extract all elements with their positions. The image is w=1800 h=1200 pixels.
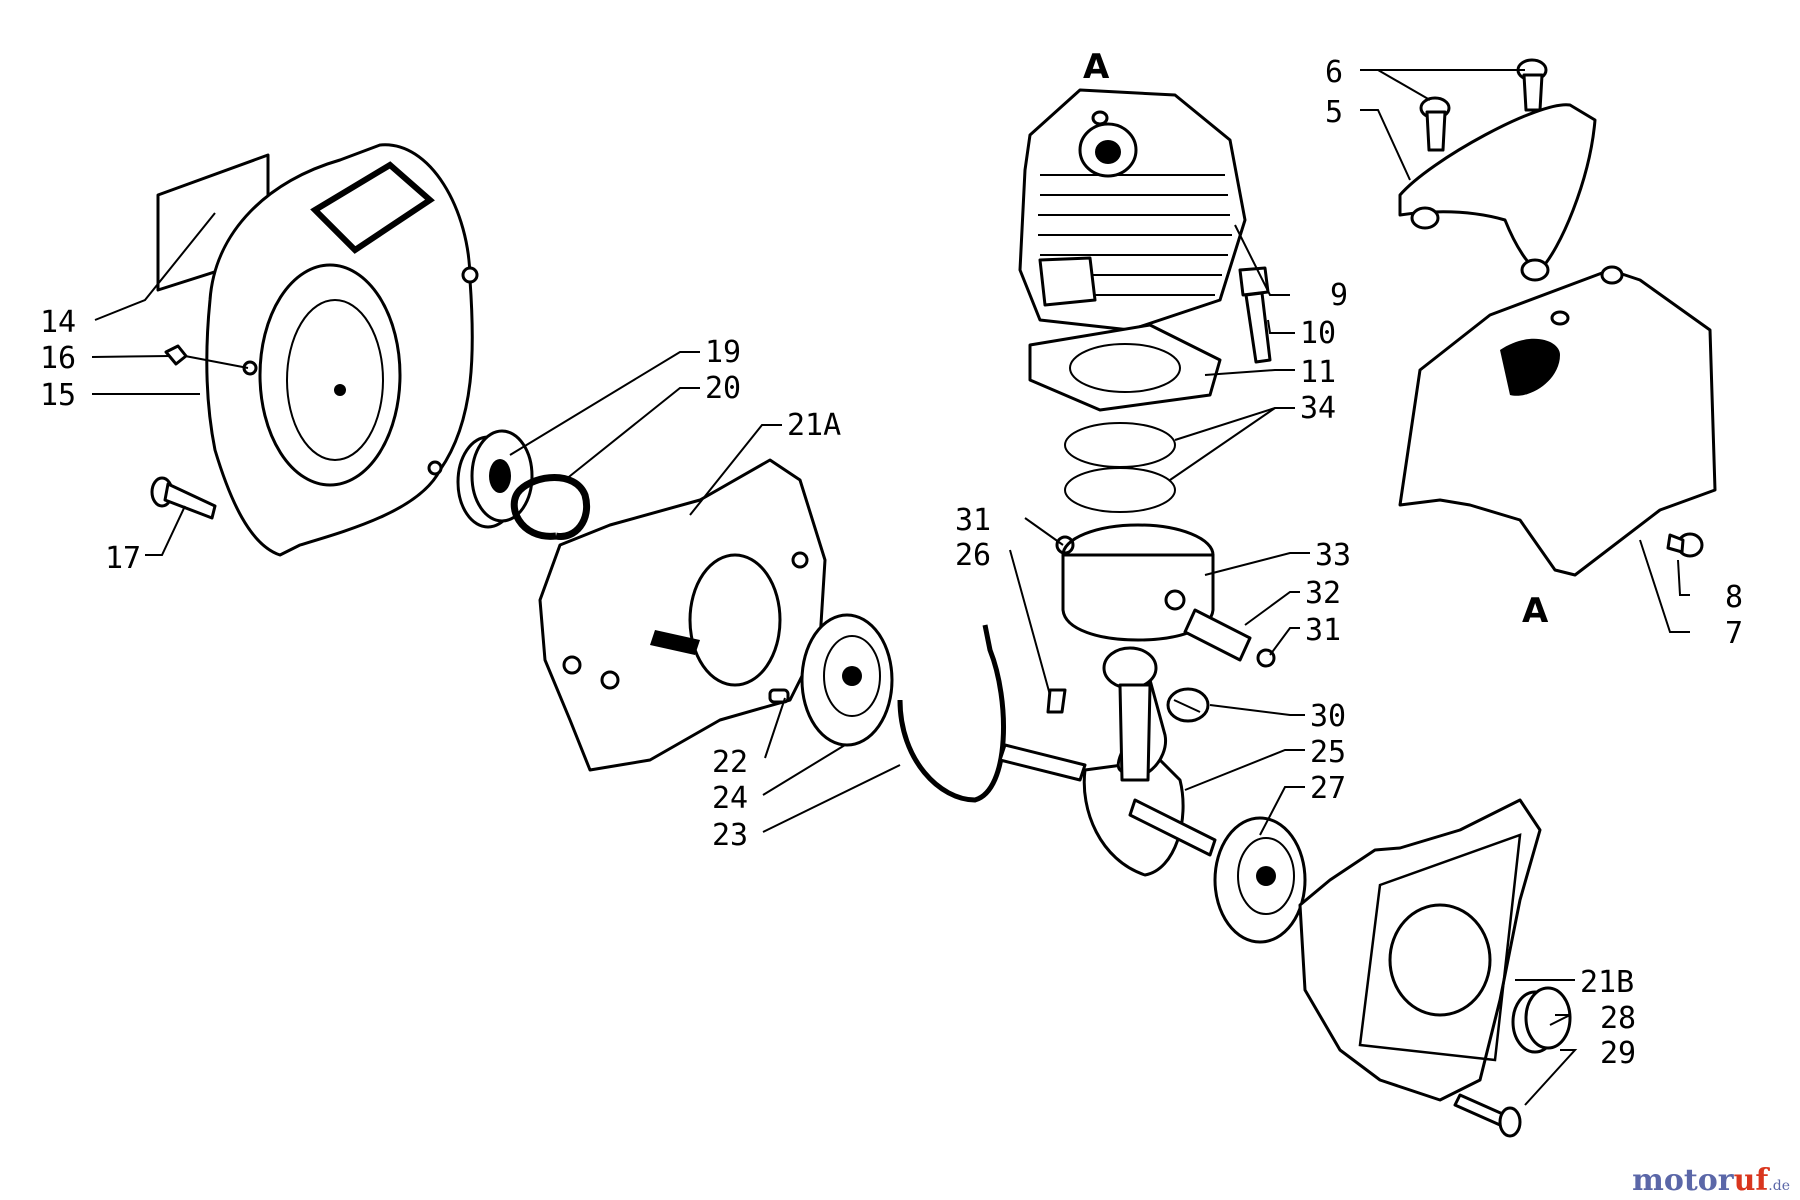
piston-pin-part xyxy=(1183,608,1252,662)
bolt-part xyxy=(150,476,217,520)
callout-25: 25 xyxy=(1310,735,1346,770)
bolt-lower-part xyxy=(1419,96,1451,152)
woodruff-key-part xyxy=(1046,688,1067,714)
callout-19: 19 xyxy=(705,335,741,370)
bolt-upper-part xyxy=(1516,58,1548,112)
callout-22: 22 xyxy=(712,745,748,780)
callout-23: 23 xyxy=(712,818,748,853)
watermark-part-3: .de xyxy=(1768,1178,1790,1194)
dowel-pin-part xyxy=(768,688,790,704)
watermark-part-1: motor xyxy=(1632,1163,1734,1198)
callout-17: 17 xyxy=(105,541,141,576)
callout-21a: 21A xyxy=(787,408,841,443)
cover-screw-part xyxy=(1666,532,1704,558)
callout-32: 32 xyxy=(1305,576,1341,611)
bracket-part xyxy=(1398,103,1597,282)
callout-8: 8 xyxy=(1725,580,1743,615)
cylinder-gasket-part xyxy=(1028,323,1222,412)
piston-rings-part xyxy=(1064,422,1176,513)
circlip-part xyxy=(510,474,590,540)
callout-30: 30 xyxy=(1310,699,1346,734)
watermark-logo: motoruf.de xyxy=(1632,1163,1790,1198)
callout-31-left: 31 xyxy=(955,503,991,538)
crankcase-half-b-part xyxy=(1298,798,1542,1102)
callout-10: 10 xyxy=(1300,316,1336,351)
screw-part xyxy=(1453,1093,1522,1138)
callout-33: 33 xyxy=(1315,538,1351,573)
circlip-right-part xyxy=(1256,648,1276,668)
cylinder-part xyxy=(1018,88,1247,332)
watermark-part-2: uf xyxy=(1733,1163,1769,1198)
callout-7: 7 xyxy=(1725,616,1743,651)
ball-bearing-right-part xyxy=(1213,816,1307,944)
callout-16: 16 xyxy=(40,341,76,376)
callout-28: 28 xyxy=(1600,1001,1636,1036)
connecting-rod-part xyxy=(1102,646,1158,782)
fan-housing-part xyxy=(205,143,479,557)
ball-bearing-part xyxy=(800,613,894,747)
callout-26: 26 xyxy=(955,538,991,573)
callout-6: 6 xyxy=(1325,55,1343,90)
callout-15: 15 xyxy=(40,378,76,413)
callout-29: 29 xyxy=(1600,1036,1636,1071)
callout-5: 5 xyxy=(1325,95,1343,130)
reference-mark-bottom: A xyxy=(1522,591,1549,631)
cylinder-cover-part xyxy=(1398,265,1717,577)
callout-21b: 21B xyxy=(1580,965,1634,1000)
circlip-left-part xyxy=(1055,535,1075,555)
cylinder-stud-part xyxy=(1238,266,1272,364)
oil-seal-part xyxy=(456,429,534,529)
callout-34: 34 xyxy=(1300,391,1336,426)
clip-part xyxy=(164,344,188,366)
leader-lines xyxy=(91,69,1690,1106)
callout-9: 9 xyxy=(1330,278,1348,313)
crankcase-gasket-part xyxy=(897,624,1007,803)
callout-31-right: 31 xyxy=(1305,613,1341,648)
callout-20: 20 xyxy=(705,371,741,406)
callout-27: 27 xyxy=(1310,771,1346,806)
crankcase-half-a-part xyxy=(538,458,827,772)
callout-24: 24 xyxy=(712,781,748,816)
reference-mark-top: A xyxy=(1083,47,1110,87)
callout-11: 11 xyxy=(1300,355,1336,390)
piston-part xyxy=(1061,523,1215,642)
callout-labels: 14 16 15 17 19 20 21A 22 24 23 31 26 33 … xyxy=(40,55,1743,1071)
oil-seal-right-part xyxy=(1511,986,1572,1054)
callout-14: 14 xyxy=(40,305,76,340)
needle-bearing-part xyxy=(1166,687,1210,723)
